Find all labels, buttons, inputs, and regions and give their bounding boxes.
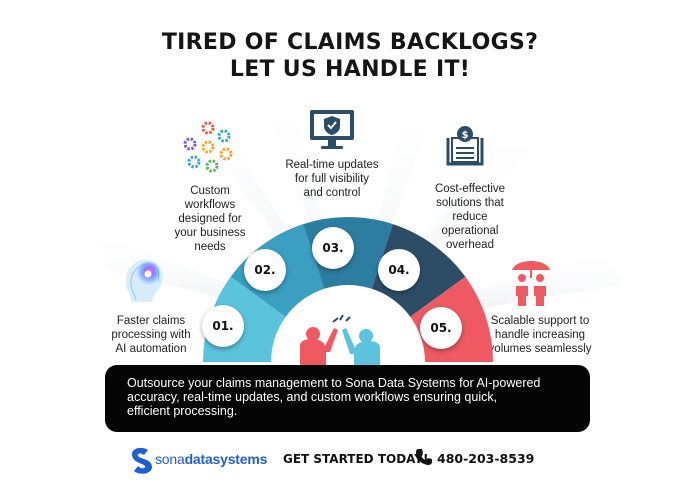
- page-title-line-2: LET US HANDLE IT!: [229, 57, 471, 82]
- feature-5-text: Scalable support to handle increasing vo…: [488, 315, 592, 355]
- company-logo[interactable]: sonadatasystems: [155, 451, 268, 467]
- banner-line: accuracy, real-time updates, and custom …: [127, 390, 498, 404]
- feature-5-text: Faster claims processing with AI automat…: [111, 315, 191, 355]
- svg-text:$: $: [462, 130, 469, 141]
- banner-line: Outsource your claims management to Sona…: [127, 376, 541, 390]
- step-number-02: 02.: [244, 249, 286, 291]
- feature-3-text: Real-time updates for full visibility an…: [285, 159, 379, 199]
- page-title-line-1: TIRED OF CLAIMS BACKLOGS?: [161, 30, 539, 55]
- people-umbrella-icon: [512, 261, 550, 306]
- step-number-03: 03.: [312, 227, 354, 269]
- sona-logo-icon: [132, 447, 152, 474]
- gears-workflow-icon: [183, 121, 233, 173]
- feature-2-text: Custom workflows designed for your busin…: [174, 185, 246, 253]
- high-five-icon: [300, 314, 380, 366]
- ai-brain-icon: [125, 259, 163, 302]
- monitor-shield-icon: [310, 110, 354, 149]
- phone-icon: [416, 449, 432, 465]
- banner-line: efficient processing.: [127, 404, 238, 418]
- step-number-05: 05.: [420, 307, 462, 349]
- feature-4-text: Cost-effective solutions that reduce ope…: [434, 183, 506, 251]
- money-document-icon: $: [446, 126, 484, 166]
- step-number-01: 01.: [202, 305, 244, 347]
- summary-banner: Outsource your claims management to Sona…: [105, 365, 590, 432]
- get-started-cta[interactable]: GET STARTED TODAY!: [283, 452, 429, 466]
- step-number-04: 04.: [378, 249, 420, 291]
- phone-number[interactable]: 480-203-8539: [437, 451, 535, 466]
